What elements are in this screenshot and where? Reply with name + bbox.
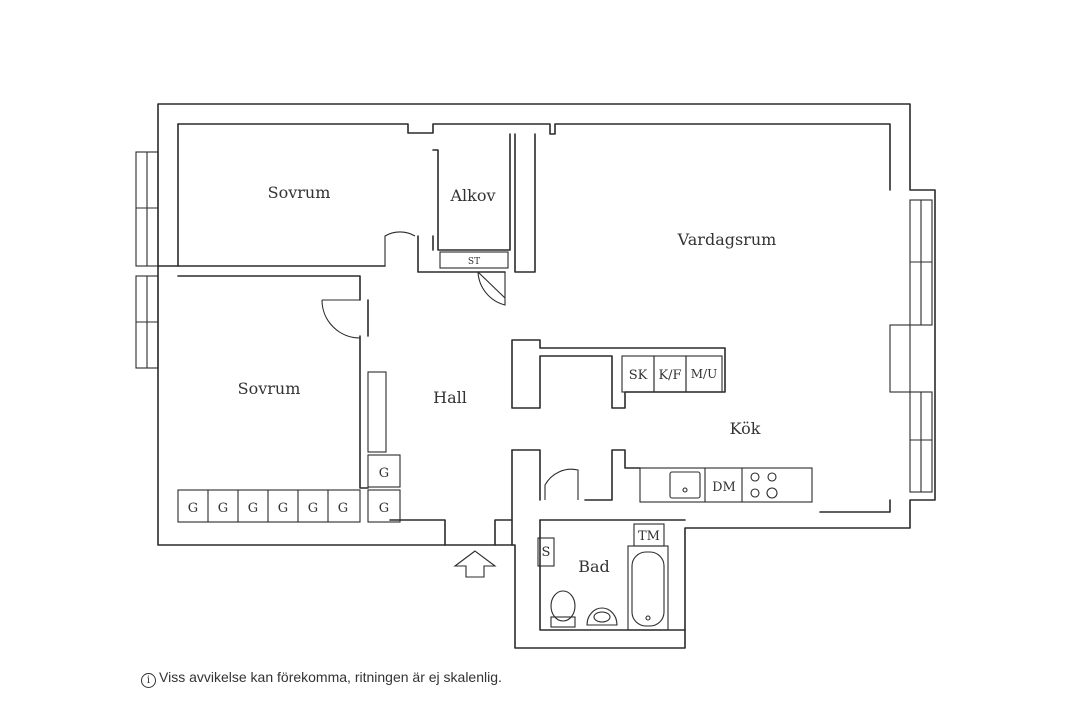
- kf-label: K/F: [658, 368, 681, 383]
- door-alkov-closet: [477, 271, 506, 306]
- room-label-sovrum-bottom: Sovrum: [238, 379, 301, 398]
- mu-label: M/U: [691, 367, 717, 381]
- outer-walls: [157, 103, 936, 649]
- window-right-lower: [909, 391, 933, 493]
- room-label-sovrum-top: Sovrum: [268, 183, 331, 202]
- wardrobe-label: G: [188, 501, 198, 516]
- door-sovrum-top: [384, 231, 416, 266]
- tm-label: TM: [638, 529, 660, 544]
- room-label-kok: Kök: [730, 419, 761, 438]
- info-circle-icon: i: [141, 673, 156, 688]
- sk-label: SK: [629, 368, 648, 383]
- wardrobe-label: G: [338, 501, 348, 516]
- hall-wardrobe-lower-label: G: [379, 501, 389, 516]
- room-label-hall: Hall: [433, 388, 467, 407]
- bathroom-cabinet: [537, 537, 555, 567]
- bathtub-icon: [627, 545, 669, 631]
- kitchen-tall-units: [621, 355, 723, 393]
- wardrobe-row: [177, 489, 361, 523]
- wardrobe-label: G: [218, 501, 228, 516]
- door-sovrum-bottom: [321, 299, 361, 339]
- toilet-icon: [550, 590, 576, 628]
- window-left-lower: [135, 275, 159, 369]
- bay-projection: [889, 324, 911, 393]
- kitchen-counter: [639, 467, 813, 503]
- window-left-upper: [135, 151, 159, 267]
- wardrobe-label: G: [278, 501, 288, 516]
- room-label-vardagsrum: Vardagsrum: [677, 230, 777, 249]
- dm-label: DM: [712, 480, 736, 495]
- s-label: S: [542, 545, 551, 560]
- window-right-upper: [909, 199, 933, 326]
- wardrobe-label: G: [308, 501, 318, 516]
- room-label-bad: Bad: [578, 557, 610, 576]
- room-label-alkov: Alkov: [449, 186, 495, 205]
- stove-icon: [750, 472, 778, 499]
- interior-walls: [157, 123, 726, 631]
- sink-icon: [669, 471, 701, 499]
- disclaimer-text: Viss avvikelse kan förekomma, ritningen …: [159, 669, 502, 685]
- washbasin-icon: [586, 607, 618, 626]
- st-label: ST: [468, 257, 480, 267]
- hall-wardrobes: [367, 371, 401, 523]
- entrance-arrow-icon: [453, 550, 497, 578]
- wardrobe-label: G: [248, 501, 258, 516]
- door-bathroom: [544, 468, 579, 500]
- hall-wardrobe-upper-label: G: [379, 466, 389, 481]
- storage-closet: [439, 251, 509, 269]
